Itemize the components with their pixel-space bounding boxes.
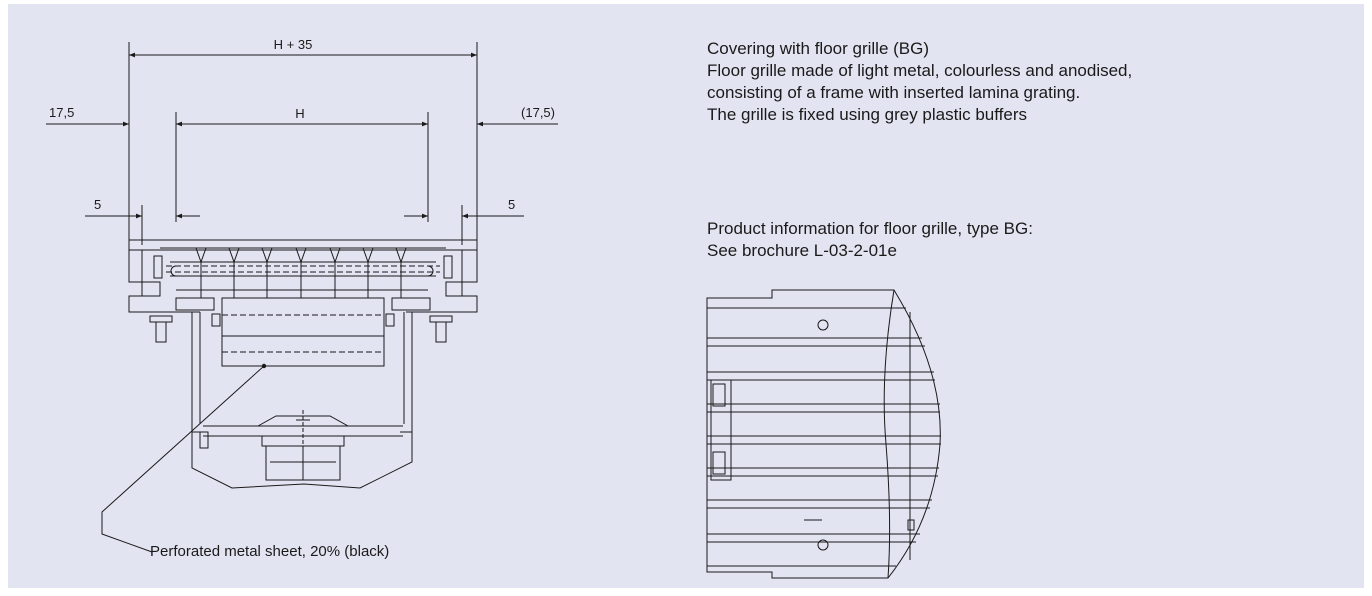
dimension-left-offset: 17,5 — [49, 105, 74, 120]
dimension-right-offset: (17,5) — [521, 105, 555, 120]
description-line: consisting of a frame with inserted lami… — [707, 83, 1081, 102]
description-line: The grille is fixed using grey plastic b… — [707, 105, 1028, 124]
callout-perforated-sheet-label: Perforated metal sheet, 20% (black) — [150, 543, 389, 560]
grille-top-view — [706, 289, 941, 579]
description-title: Covering with floor grille (BG) — [707, 39, 930, 58]
dimension-left-gap: 5 — [94, 197, 101, 212]
dimension-inner-width: H — [295, 106, 304, 121]
description-block: Covering with floor grille (BG) Floor gr… — [707, 38, 1132, 126]
dimension-overall-width: H + 35 — [274, 37, 313, 52]
brochure-reference: See brochure L-03-2-01e — [707, 241, 897, 260]
dimension-right-gap: 5 — [508, 197, 515, 212]
product-info-line: Product information for floor grille, ty… — [707, 219, 1033, 238]
grille-cross-section — [128, 239, 478, 489]
description-line: Floor grille made of light metal, colour… — [707, 61, 1133, 80]
dimension-lines — [46, 42, 558, 245]
product-info-block: Product information for floor grille, ty… — [707, 218, 1033, 262]
callout-leader — [101, 363, 267, 553]
